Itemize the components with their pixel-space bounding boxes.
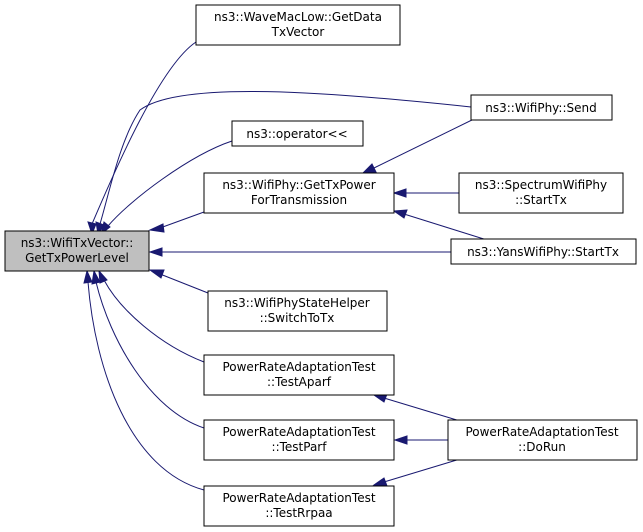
node-label-line2: ::StartTx [515, 193, 567, 207]
node-operator-stream[interactable]: ns3::operator<< [231, 120, 364, 147]
node-label-line1: ns3::WifiPhy::Send [485, 101, 596, 115]
node-label-line1: ns3::SpectrumWifiPhy [475, 178, 607, 192]
node-label-line2: GetTxPowerLevel [25, 251, 129, 265]
node-label-line2: ::TestRrpaa [265, 506, 332, 520]
edge-spectrum-to-gettxpower [392, 188, 459, 198]
node-label-line1: ns3::WifiPhyStateHelper [224, 296, 370, 310]
edge-gettxpower-to-focus [148, 211, 205, 233]
node-label-line2: ::TestParf [272, 440, 328, 454]
node-wifiphy-gettxpowerfortransmission[interactable]: ns3::WifiPhy::GetTxPower ForTransmission [203, 172, 395, 214]
edge-dorun-to-testparf [393, 435, 448, 445]
edge-wifiphy-send-to-gettxpower [361, 117, 477, 174]
node-label-line2: ::TestAparf [267, 375, 332, 389]
node-label-line2: ::DoRun [518, 440, 566, 454]
node-powerrateadaptationtest-testparf[interactable]: PowerRateAdaptationTest ::TestParf [203, 419, 395, 461]
node-label-line1: PowerRateAdaptationTest [222, 425, 375, 439]
node-powerrateadaptationtest-testaparf[interactable]: PowerRateAdaptationTest ::TestAparf [203, 354, 395, 396]
edge-yans-to-focus [148, 247, 451, 257]
node-label-line1: PowerRateAdaptationTest [222, 360, 375, 374]
edge-testrpaa-to-focus [83, 269, 205, 491]
edge-switchtotx-to-focus [148, 269, 209, 294]
node-label-line1: PowerRateAdaptationTest [465, 425, 618, 439]
node-wifiphystatehelper-switchtotx[interactable]: ns3::WifiPhyStateHelper ::SwitchToTx [207, 290, 388, 332]
node-label-line1: ns3::WaveMacLow::GetData [214, 10, 382, 24]
node-wavemaclow-getdatatxvector[interactable]: ns3::WaveMacLow::GetData TxVector [195, 4, 401, 46]
node-label-line2: TxVector [271, 25, 325, 39]
node-label-line1: ns3::WifiTxVector:: [21, 236, 134, 250]
node-wifitxvector-gettxpowerlevel[interactable]: ns3::WifiTxVector:: GetTxPowerLevel [4, 230, 150, 272]
node-wifiphy-send[interactable]: ns3::WifiPhy::Send [470, 94, 613, 121]
edge-testaparf-to-focus [98, 269, 205, 363]
edge-testparf-to-focus [91, 269, 205, 429]
node-powerrateadaptationtest-testrrpaa[interactable]: PowerRateAdaptationTest ::TestRrpaa [203, 485, 395, 527]
node-label-line1: ns3::YansWifiPhy::StartTx [467, 245, 619, 259]
edge-yans-to-gettxpower [392, 209, 488, 241]
node-label-line1: ns3::operator<< [246, 127, 347, 141]
edge-wavemaclow-to-focus [87, 41, 197, 236]
node-label-line1: PowerRateAdaptationTest [222, 491, 375, 505]
node-label-line2: ::SwitchToTx [260, 311, 335, 325]
node-spectrumwifiphy-starttx[interactable]: ns3::SpectrumWifiPhy ::StartTx [458, 172, 624, 214]
node-label-line1: ns3::WifiPhy::GetTxPower [222, 178, 375, 192]
node-label-line2: ForTransmission [251, 193, 347, 207]
node-powerrateadaptationtest-dorun[interactable]: PowerRateAdaptationTest ::DoRun [447, 419, 638, 461]
node-yanswifiphy-starttx[interactable]: ns3::YansWifiPhy::StartTx [450, 238, 637, 265]
